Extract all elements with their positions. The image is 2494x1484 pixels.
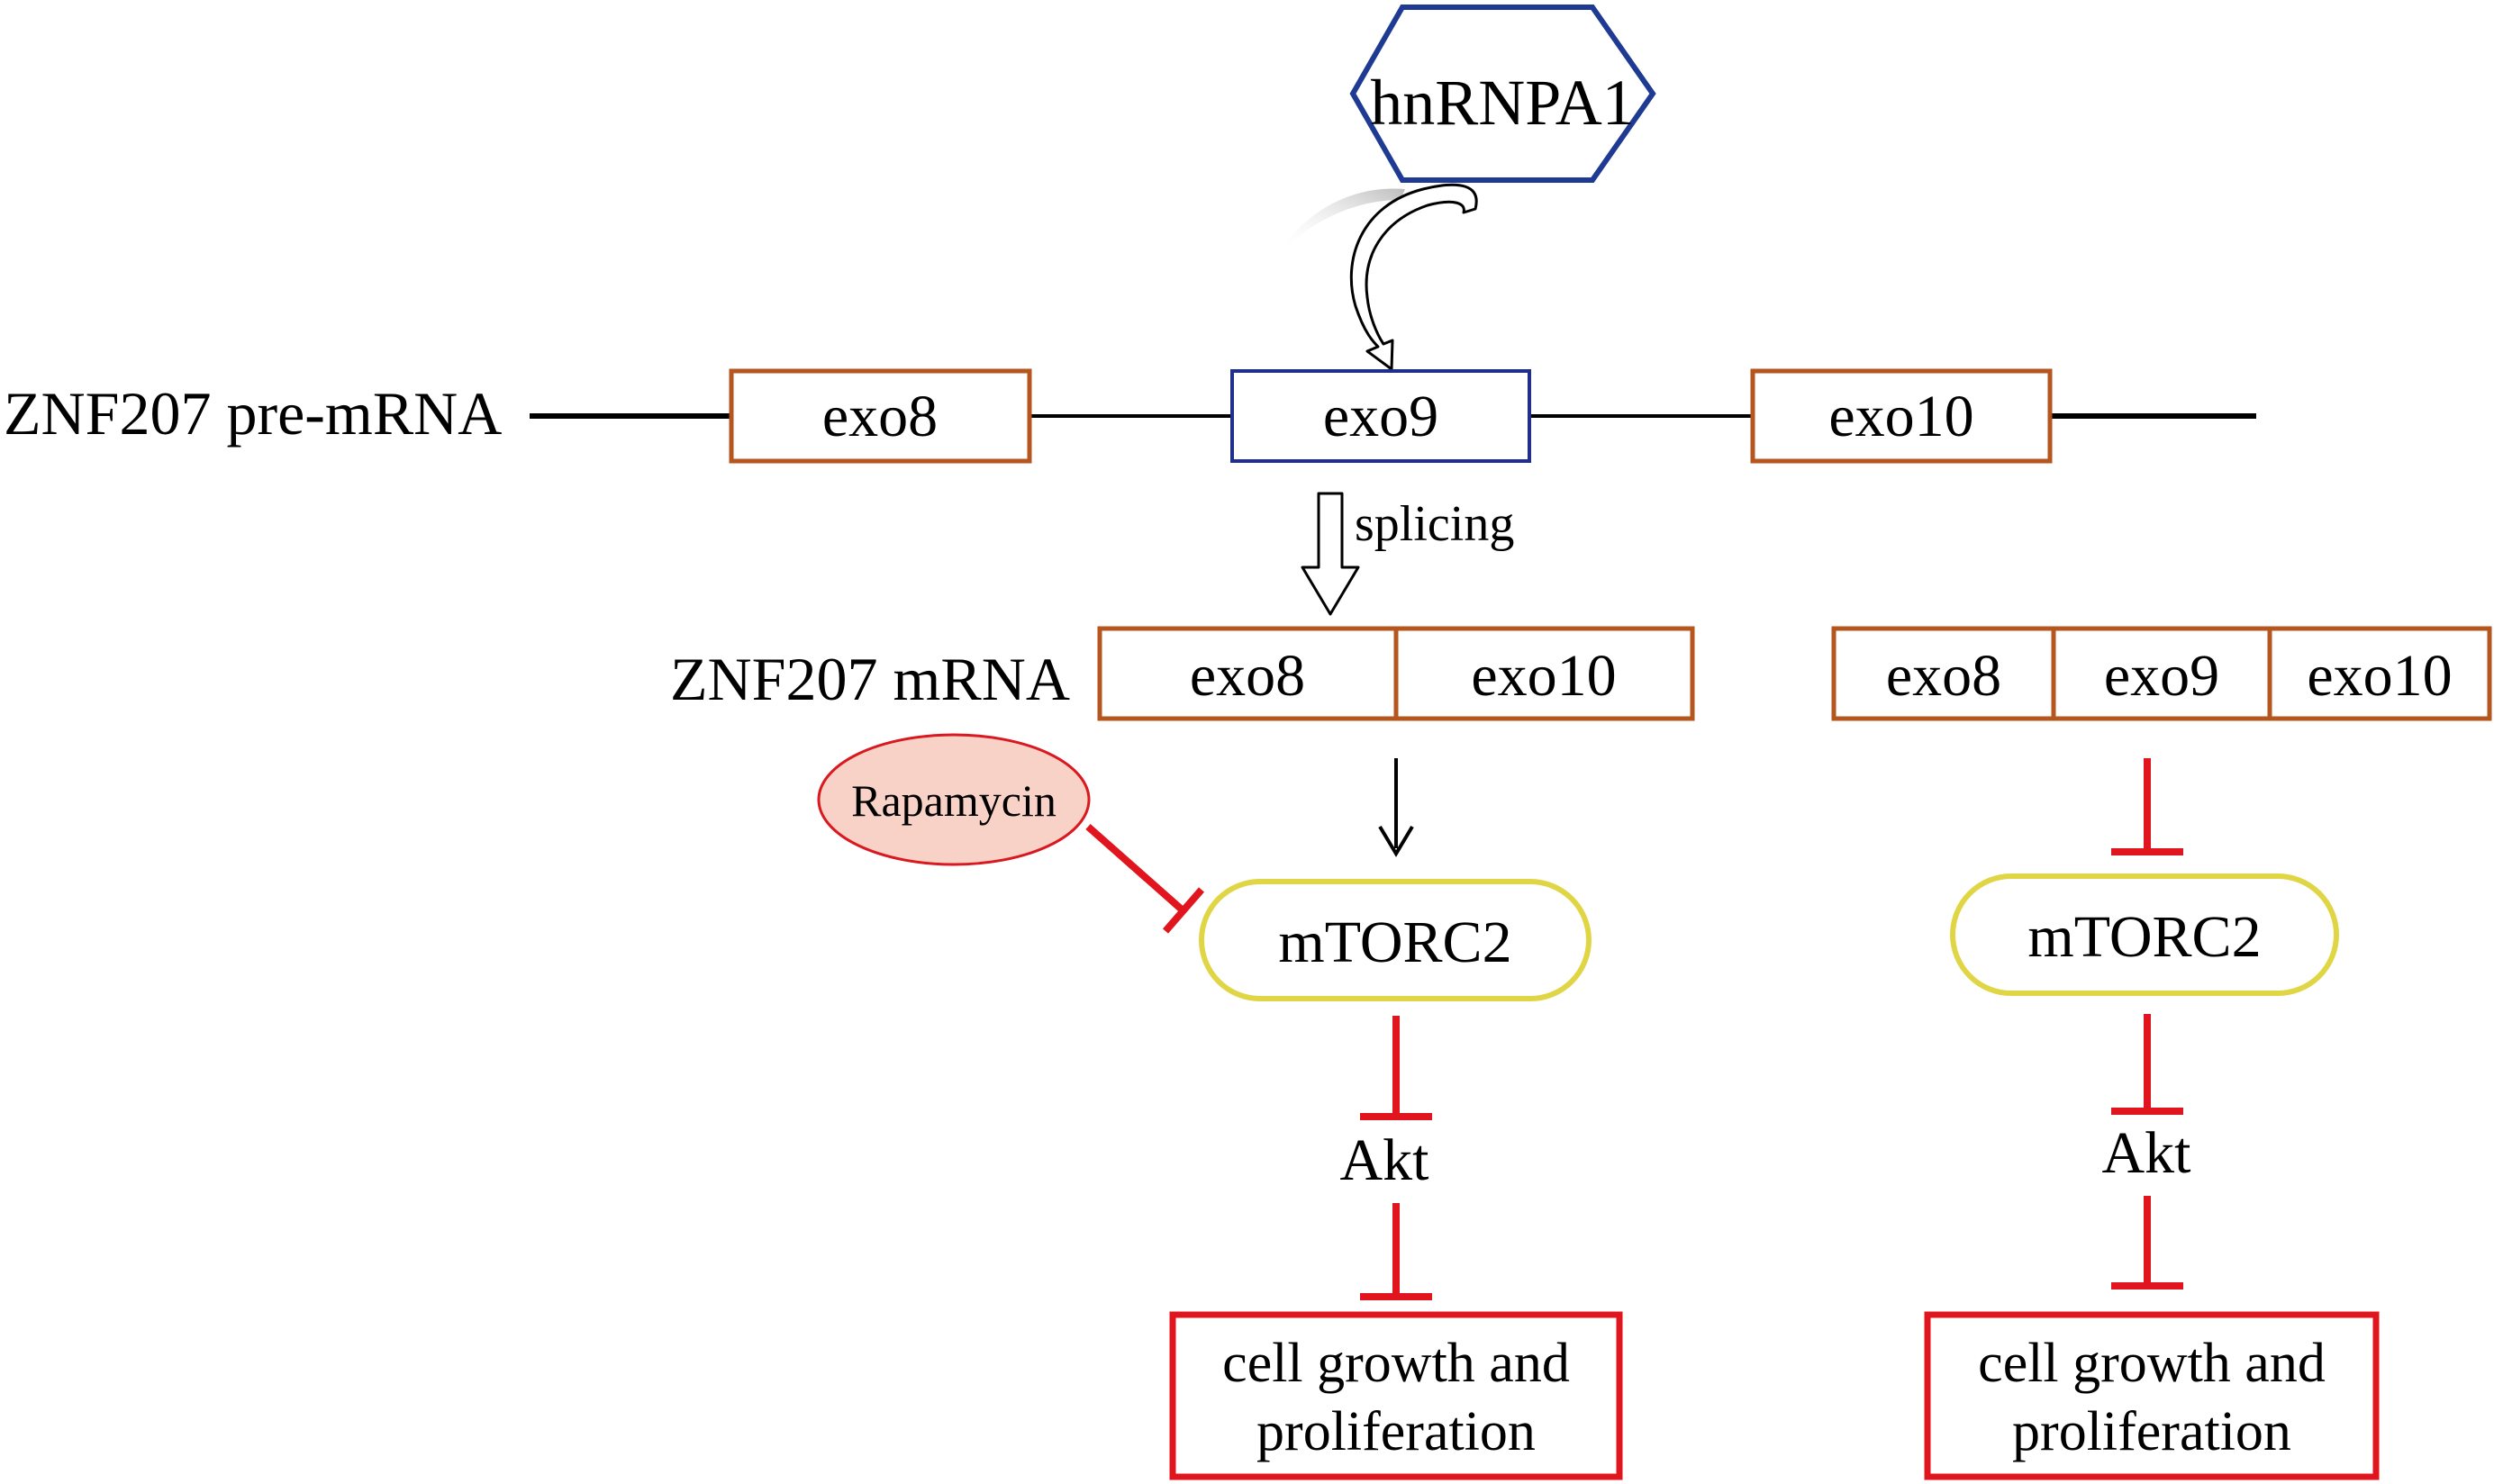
- pre-mrna-exon-9: [1230, 369, 1531, 463]
- full-mrna-exon-8-label: exo8: [1886, 643, 2001, 709]
- splicing-arrow: splicing: [1301, 492, 1514, 616]
- left-akt-label: Akt: [1340, 1127, 1429, 1193]
- full-mrna-exon-10-label: exo10: [2307, 643, 2452, 709]
- pre-mrna-exon-9-label: exo9: [1323, 384, 1438, 449]
- pre-mrna-exon-10-label: exo10: [1828, 384, 1973, 449]
- spliced-mrna-exon-8-label: exo8: [1190, 643, 1305, 709]
- hnrnpa1-hexagon: [1349, 5, 1656, 183]
- splicing-arrow-shape: [1301, 492, 1360, 616]
- spliced-mrna-exon-10-label: exo10: [1471, 643, 1616, 709]
- pre-mrna-exon-8: [729, 368, 1032, 464]
- curved-binding-arrow: [1277, 183, 1478, 371]
- full-mrna-exon-9-label: exo9: [2104, 643, 2219, 709]
- rapamycin-ellipse: [817, 733, 1091, 866]
- full-mrna-row: exo8 exo9 exo10: [1831, 626, 2492, 721]
- left-mtorc2-label: mTORC2: [1278, 909, 1511, 975]
- rapamycin-inhibit-bar: [1162, 887, 1205, 934]
- full-mrna-box: [1831, 626, 2492, 721]
- right-outcome-line1: cell growth and: [1978, 1333, 2326, 1394]
- pre-mrna-exon-10: [1750, 368, 2053, 464]
- pre-mrna-row: ZNF207 pre-mRNA exo8 exo9 exo10: [4, 368, 2256, 464]
- left-outcome-box: [1169, 1311, 1623, 1480]
- pre-mrna-label: ZNF207 pre-mRNA: [4, 379, 502, 448]
- spliced-mrna-row: ZNF207 mRNA exo8 exo10: [670, 626, 1695, 721]
- right-mtorc2-node: [1950, 873, 2339, 996]
- left-mtorc2-node: [1199, 879, 1592, 1001]
- right-mtorc2-label: mTORC2: [2027, 904, 2261, 970]
- right-akt-label: Akt: [2102, 1120, 2191, 1186]
- curved-arrow-body: [1349, 183, 1478, 371]
- left-activation-arrowhead: [1378, 825, 1414, 857]
- rapamycin-label: Rapamycin: [851, 775, 1057, 826]
- right-outcome-box: [1924, 1311, 2380, 1480]
- splicing-label: splicing: [1355, 496, 1514, 552]
- hnrnpa1-node: hnRNPA1: [1349, 5, 1656, 183]
- right-outcome-line2: proliferation: [2012, 1401, 2291, 1462]
- left-outcome-line1: cell growth and: [1222, 1333, 1570, 1394]
- curved-arrow-shadow: [1277, 188, 1405, 254]
- rapamycin-inhibit-line: [1085, 824, 1184, 912]
- left-pathway: Rapamycin mTORC2 Akt cell growth and pro…: [817, 733, 1623, 1480]
- hnrnpa1-label: hnRNPA1: [1370, 67, 1634, 139]
- right-pathway: mTORC2 Akt cell growth and proliferation: [1924, 758, 2380, 1480]
- pre-mrna-exon-8-label: exo8: [822, 384, 938, 449]
- spliced-mrna-label: ZNF207 mRNA: [670, 645, 1070, 713]
- left-outcome-line2: proliferation: [1256, 1401, 1536, 1462]
